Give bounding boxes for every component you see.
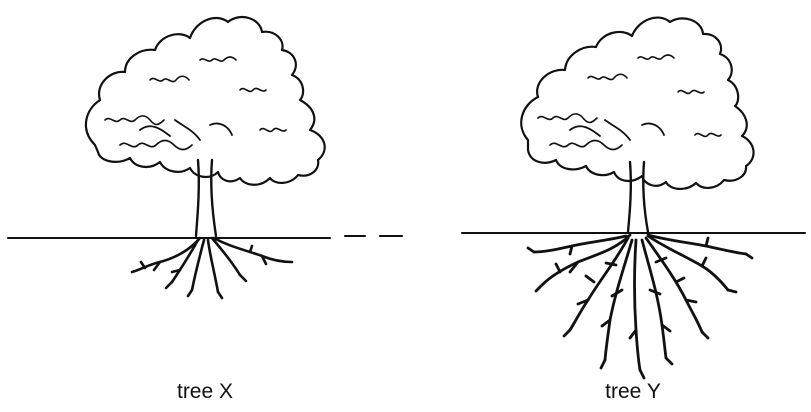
roots-deep xyxy=(528,235,752,378)
trunk xyxy=(196,160,199,236)
tree-x-drawing xyxy=(0,0,420,380)
canopy xyxy=(521,18,753,189)
canopy xyxy=(86,17,325,185)
trunk xyxy=(628,162,631,232)
tree-y-label: tree Y xyxy=(573,380,693,404)
roots-shallow xyxy=(132,238,292,298)
tree-y-drawing xyxy=(410,0,811,380)
tree-x-label: tree X xyxy=(145,380,265,404)
